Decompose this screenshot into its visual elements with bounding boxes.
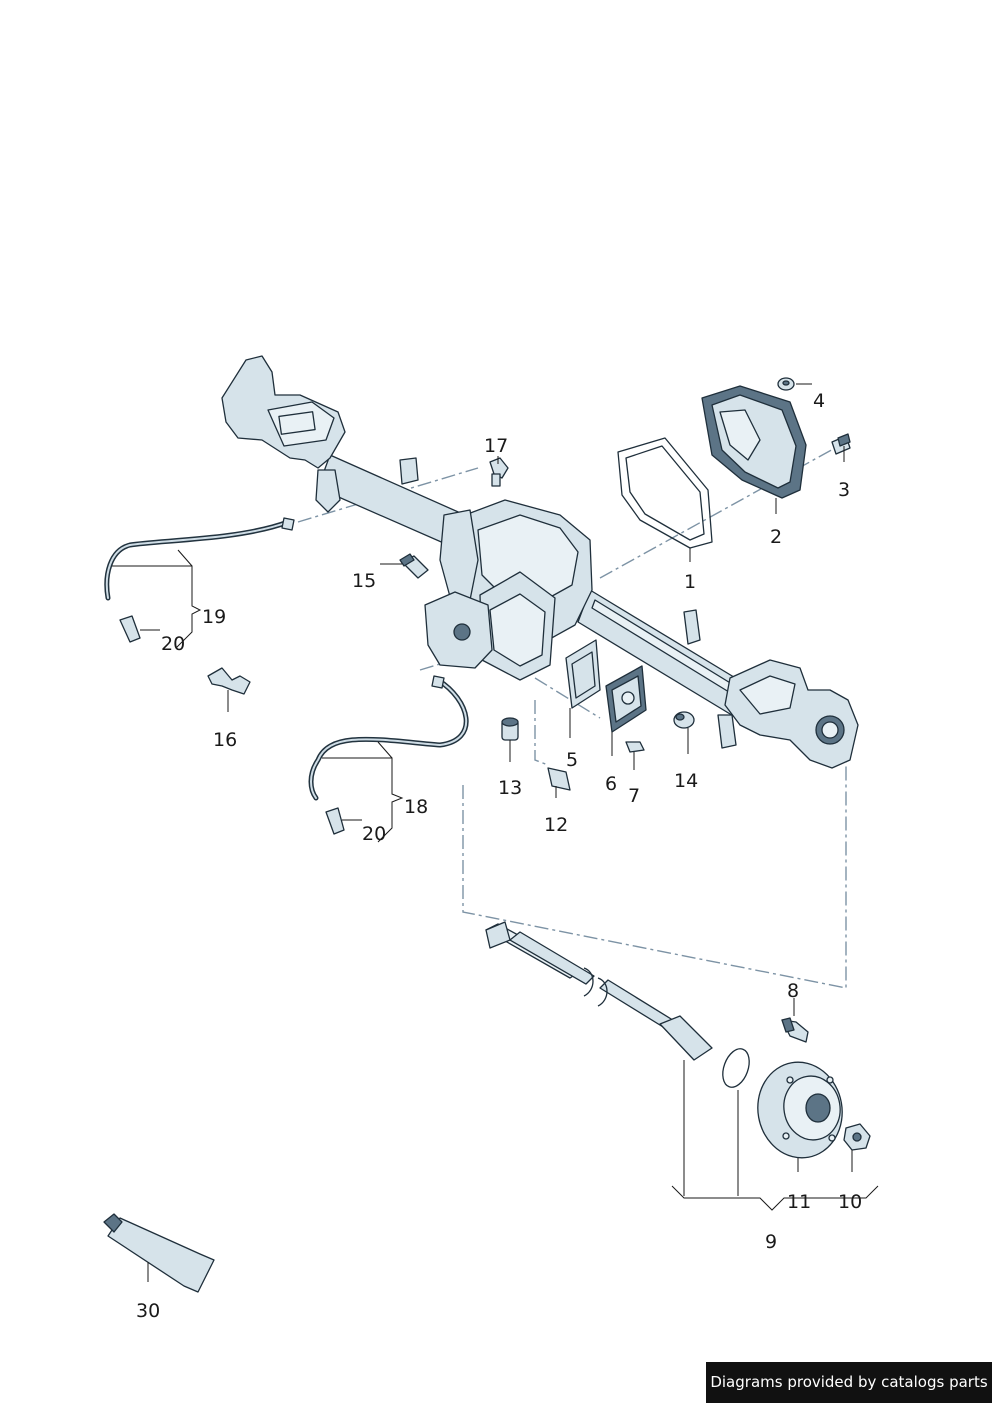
label-1: 1 [684,571,696,593]
drive-shaft [485,921,713,1061]
part-10-nut [843,1123,871,1151]
leader-lines [112,383,879,1282]
label-16: 16 [213,729,237,751]
label-14: 14 [674,770,698,792]
label-2: 2 [770,526,782,548]
label-3: 3 [838,479,850,501]
part-1-gasket [617,437,713,549]
label-9: 9 [765,1231,777,1253]
part-20-fitting-upper [119,615,141,643]
label-20-lower: 20 [362,823,386,845]
part-5-plate [565,639,601,709]
label-4: 4 [813,390,825,412]
label-5: 5 [566,749,578,771]
part-20-fitting-lower [325,807,345,835]
part-12-pin [547,767,571,791]
label-12: 12 [544,814,568,836]
label-11: 11 [787,1191,811,1213]
part-2-cover [701,385,807,499]
label-10: 10 [838,1191,862,1213]
label-19: 19 [202,606,226,628]
footer-credit: Diagrams provided by catalogs parts [706,1362,992,1403]
label-15: 15 [352,570,376,592]
label-6: 6 [605,773,617,795]
part-16-clip [207,667,251,695]
shaft-ring [722,1048,750,1088]
part-30-grease-tube [103,1213,215,1293]
part-3-bolt [831,433,851,455]
label-17: 17 [484,435,508,457]
part-6-cover [605,665,647,733]
part-17-breather [489,457,509,487]
part-13-plug [501,717,519,741]
part-8-bolt [781,1017,809,1043]
part-19-hose [104,517,295,601]
part-14-bushing [673,711,695,729]
axle-housing [221,355,859,769]
label-13: 13 [498,777,522,799]
label-20-upper: 20 [161,633,185,655]
label-8: 8 [787,980,799,1002]
label-30: 30 [136,1300,160,1322]
part-7-bolt [625,741,645,753]
part-11-wheel-hub [757,1061,843,1159]
part-4-nut [777,377,795,391]
label-18: 18 [404,796,428,818]
part-18-hose [308,675,469,801]
part-15-plug [399,553,429,579]
label-7: 7 [628,785,640,807]
part-labels: 1 2 3 4 5 6 7 8 9 10 11 12 13 14 15 16 1… [136,390,862,1322]
